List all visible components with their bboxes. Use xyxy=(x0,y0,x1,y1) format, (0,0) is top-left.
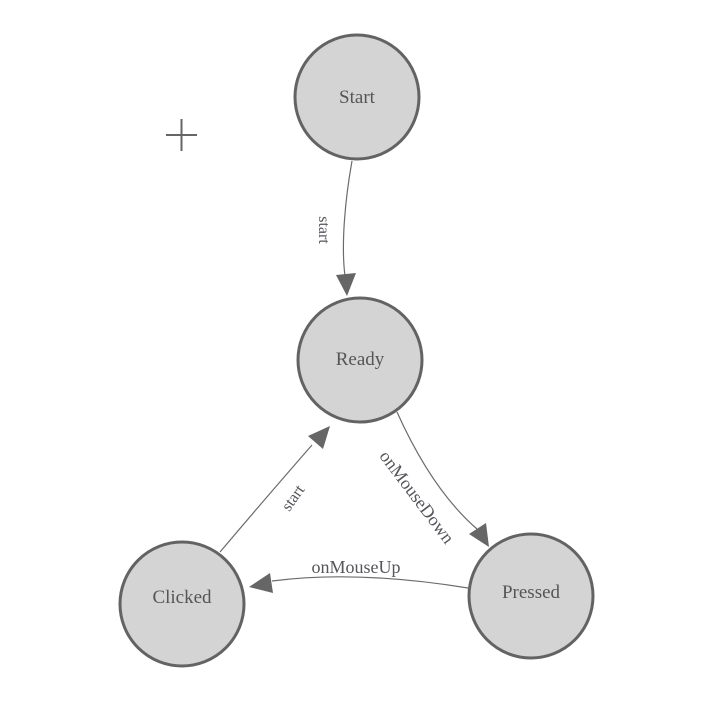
arrowhead-icon xyxy=(469,523,489,547)
edge-ready-to-pressed[interactable]: onMouseDown xyxy=(376,411,489,548)
edge-label-start-2: start xyxy=(279,482,309,515)
edge-pressed-to-clicked[interactable]: onMouseUp xyxy=(249,557,469,593)
edge-clicked-to-ready[interactable]: start xyxy=(219,426,330,553)
edge-start-to-ready[interactable]: start xyxy=(315,160,356,296)
state-node-ready[interactable]: Ready xyxy=(296,296,424,424)
state-node-pressed[interactable]: Pressed xyxy=(467,532,595,660)
crosshair-plus-icon xyxy=(166,119,197,151)
node-label-pressed: Pressed xyxy=(502,582,561,603)
state-node-start[interactable]: Start xyxy=(293,33,421,161)
arrowhead-icon xyxy=(336,273,356,296)
edge-label-onmouseup: onMouseUp xyxy=(312,557,401,577)
node-label-start: Start xyxy=(339,87,376,108)
arrowhead-icon xyxy=(249,573,273,593)
edge-label-start-1: start xyxy=(315,216,332,244)
node-label-ready: Ready xyxy=(336,349,385,370)
state-node-clicked[interactable]: Clicked xyxy=(118,540,246,668)
arrowhead-icon xyxy=(308,426,330,449)
node-label-clicked: Clicked xyxy=(152,587,212,608)
edge-label-onmousedown: onMouseDown xyxy=(376,447,459,548)
